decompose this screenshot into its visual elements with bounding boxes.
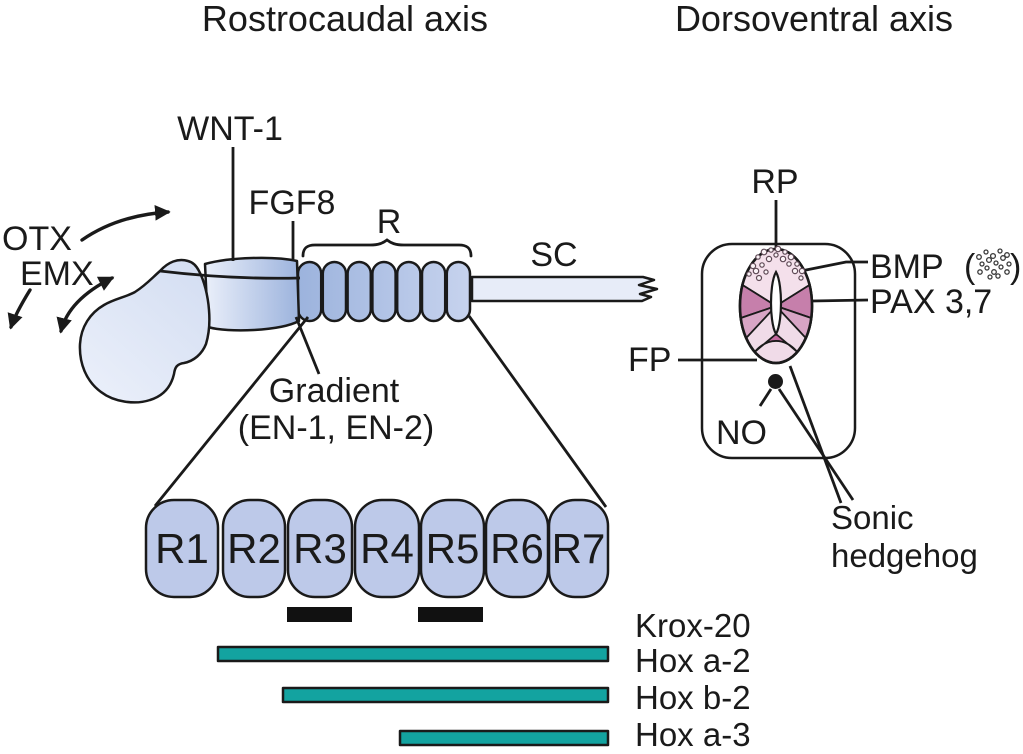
notochord-label: NO <box>716 414 767 452</box>
hoxa3-bar <box>398 729 610 747</box>
coil-segment <box>395 260 422 323</box>
rhombomere-r2 <box>221 498 287 599</box>
sonic-hedgehog-label-line2: hedgehog <box>831 537 978 574</box>
spinal-cord-label: SC <box>530 236 577 274</box>
expanded-rhombomere-row: R1 R2 R3 R4 R5 R6 R7 <box>144 498 610 599</box>
rhombomere-r5 <box>419 498 486 599</box>
no-pointer-line <box>758 388 773 407</box>
lumen-slit <box>769 269 783 337</box>
emx-down-arrow <box>7 288 32 330</box>
forebrain-lobe <box>78 258 211 404</box>
roof-plate-label: RP <box>751 163 798 201</box>
bmp-pointer-line <box>800 260 868 273</box>
otx-label: OTX <box>2 220 72 258</box>
krox20-bar-r3 <box>287 607 352 622</box>
pax-label: PAX 3,7 <box>870 283 992 321</box>
coil-segment <box>371 260 397 323</box>
bmp-dots <box>976 248 1012 280</box>
dorsoventral-diagram: RP BMP ( ) PAX 3,7 FP NO Sonic hedgehog <box>628 163 1021 574</box>
spinal-cord-tube <box>470 275 659 303</box>
hoxa2-label: Hox a-2 <box>635 642 751 679</box>
rhombomere-r4-label: R4 <box>360 525 414 572</box>
krox20-bar-r5 <box>418 607 483 622</box>
expansion-line-left <box>153 316 310 507</box>
floor-plate-label: FP <box>628 341 671 379</box>
krox20-label: Krox-20 <box>635 607 751 644</box>
gradient-label-line2: (EN-1, EN-2) <box>238 409 434 447</box>
rhombomere-r6-label: R6 <box>490 525 544 572</box>
bmp-paren-open: ( <box>964 248 976 286</box>
coil-segment <box>296 260 323 323</box>
double-headed-arc-arrow <box>56 276 115 334</box>
rhombomere-r2-label: R2 <box>227 525 281 572</box>
coil-segment <box>321 260 348 323</box>
neural-tube-cross-section <box>738 245 814 365</box>
hoxb2-bar <box>281 686 610 704</box>
rhombomere-coil-row <box>296 260 472 323</box>
sonic-hedgehog-label-line1: Sonic <box>831 499 914 536</box>
otx-arrow <box>80 205 171 242</box>
rhombomere-brace <box>301 238 473 258</box>
coil-segment <box>445 260 472 323</box>
title-rostrocaudal-axis: Rostrocaudal axis <box>202 0 488 39</box>
bmp-label: BMP <box>870 248 944 286</box>
fgf8-label: FGF8 <box>249 184 336 222</box>
shh-line-from-wedge <box>788 365 843 504</box>
shh-line-from-dot <box>777 388 855 501</box>
hoxa2-bar <box>216 645 610 663</box>
rhombomere-r3 <box>286 498 354 599</box>
pax-pointer-line <box>811 298 869 303</box>
hoxa3-label: Hox a-3 <box>635 716 751 753</box>
rhombomere-r1 <box>144 498 220 599</box>
rhombomere-r7-label: R7 <box>552 525 606 572</box>
midbrain-vesicle <box>203 256 301 332</box>
rostrocaudal-diagram: OTX EMX WNT-1 FGF8 R SC Gradient (EN-1, … <box>2 110 751 753</box>
gradient-label-line1: Gradient <box>269 372 400 410</box>
hoxb2-label: Hox b-2 <box>635 679 751 716</box>
rhombomere-r4 <box>353 498 421 599</box>
rhombomere-r3-label: R3 <box>293 525 347 572</box>
wnt1-label: WNT-1 <box>177 110 283 148</box>
rhombomere-brace-label: R <box>377 203 402 241</box>
rhombomere-r1-label: R1 <box>155 525 209 572</box>
rhombomere-r7 <box>547 498 610 599</box>
brain-fold-line <box>159 269 301 280</box>
expression-bars: Krox-20 Hox a-2 Hox b-2 Hox a-3 <box>216 607 751 753</box>
coil-segment <box>420 260 447 323</box>
bmp-paren-close: ) <box>1010 248 1021 286</box>
emx-label: EMX <box>20 255 94 293</box>
coil-segment <box>346 260 373 323</box>
rhombomere-r5-label: R5 <box>426 525 480 572</box>
roof-plate-dots <box>746 245 806 282</box>
expansion-line-right <box>467 315 608 508</box>
notochord-dot <box>768 374 783 389</box>
title-dorsoventral-axis: Dorsoventral axis <box>675 0 953 39</box>
